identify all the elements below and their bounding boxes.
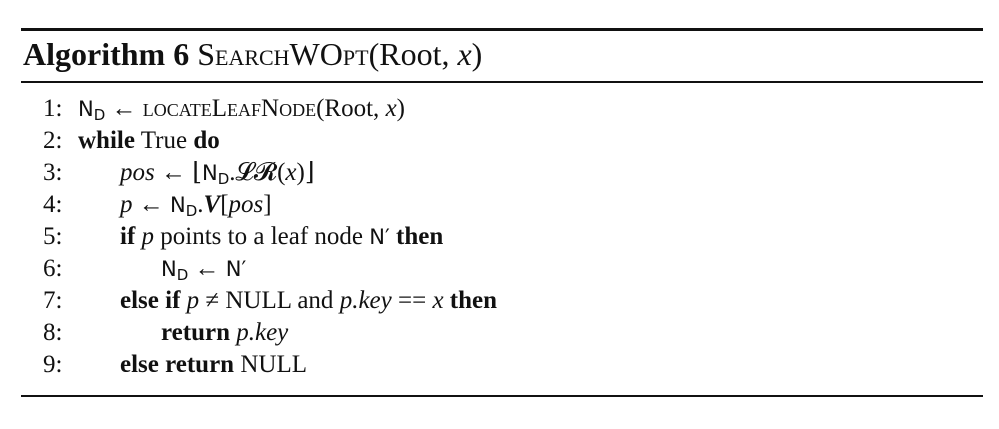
caption-close: ) (471, 36, 483, 72)
var-pos: pos (120, 158, 155, 186)
keyword: do (193, 126, 220, 154)
var-x: x (432, 286, 444, 314)
condition: points to a leaf node (154, 222, 370, 250)
algorithm-label: Algorithm 6 (23, 36, 190, 72)
assign-arrow: ← (132, 190, 170, 218)
line-number: 7: (43, 286, 63, 314)
bottom-rule (21, 395, 983, 397)
var-p: p (141, 222, 155, 250)
node-symbol: N (202, 160, 218, 185)
node-subscript: D (93, 105, 106, 124)
call-close: ) (396, 94, 405, 122)
procedure-call: locateLeafNode (142, 94, 317, 122)
var-p: p (186, 286, 200, 314)
line-body: else if p ≠ NULL and p.key == x then (120, 285, 497, 317)
call-args: (Root, (316, 94, 386, 122)
field-key: .key (248, 318, 289, 346)
middle-rule (21, 81, 983, 83)
keyword: else if (120, 286, 181, 314)
dot: . (197, 190, 204, 218)
line-body: if p points to a leaf node N′ then (120, 221, 443, 253)
line-number: 4: (43, 190, 63, 218)
procedure-name: SearchWOpt (197, 36, 369, 72)
keyword: return (161, 318, 230, 346)
equals: == (391, 286, 433, 314)
algorithm-line: 6: ND ← N′ (21, 253, 983, 285)
node-subscript: D (217, 169, 230, 188)
line-body: ND ← N′ (161, 253, 246, 291)
node-subscript: D (185, 201, 198, 220)
algorithm-caption: Algorithm 6 SearchWOpt(Root, x) (21, 31, 983, 77)
algorithm-line: 8: return p.key (21, 317, 983, 349)
assign-arrow: ← (188, 254, 226, 282)
algorithm-line: 3: pos ← ⌊ND.𝓛𝓡(x)⌋ (21, 157, 983, 189)
var-v: V (203, 190, 221, 218)
algorithm-line: 1: ND ← locateLeafNode(Root, x) (21, 93, 983, 125)
paren-open: ( (277, 158, 286, 186)
algorithm-line: 5: if p points to a leaf node N′ then (21, 221, 983, 253)
line-number: 2: (43, 126, 63, 154)
algorithm-block: Algorithm 6 SearchWOpt(Root, x) 1: ND ← … (21, 28, 983, 397)
condition: True (134, 126, 194, 154)
node-symbol: N′ (369, 224, 390, 249)
line-number: 5: (43, 222, 63, 250)
line-body: ND ← locateLeafNode(Root, x) (78, 93, 405, 131)
var-pos: pos (228, 190, 264, 218)
node-symbol: N (161, 256, 177, 281)
model-symbol: 𝓛𝓡 (235, 158, 278, 186)
line-body: return p.key (161, 317, 288, 349)
algorithm-lines: 1: ND ← locateLeafNode(Root, x) 2: while… (21, 93, 983, 381)
bracket-open: [ (220, 190, 229, 218)
keyword: then (396, 222, 444, 250)
algorithm-line: 9: else return NULL (21, 349, 983, 381)
assign-arrow: ← ⌊ (154, 158, 202, 186)
algorithm-line: 7: else if p ≠ NULL and p.key == x then (21, 285, 983, 317)
algorithm-line: 2: while True do (21, 125, 983, 157)
node-symbol: N (78, 96, 94, 121)
line-number: 8: (43, 318, 63, 346)
line-body: while True do (78, 125, 220, 157)
keyword: else return (120, 350, 235, 378)
paren-close: )⌋ (296, 158, 315, 186)
return-value: NULL (234, 350, 307, 378)
var-p: p (339, 286, 353, 314)
line-body: pos ← ⌊ND.𝓛𝓡(x)⌋ (120, 157, 315, 195)
keyword: then (449, 286, 498, 314)
var-p: p (236, 318, 249, 346)
var-p: p (120, 190, 133, 218)
algorithm-line: 4: p ← ND.V[pos] (21, 189, 983, 221)
assign-arrow: ← (105, 94, 143, 122)
line-body: p ← ND.V[pos] (120, 189, 272, 227)
caption-arg-x: x (457, 36, 472, 72)
keyword: while (78, 126, 135, 154)
line-number: 1: (43, 94, 63, 122)
top-rule (21, 28, 983, 31)
node-subscript: D (176, 265, 189, 284)
line-number: 9: (43, 350, 63, 378)
line-body: else return NULL (120, 349, 307, 381)
dot: . (229, 158, 236, 186)
keyword: if (120, 222, 136, 250)
node-symbol: N (170, 192, 186, 217)
bracket-close: ] (263, 190, 272, 218)
caption-args: (Root, (368, 36, 458, 72)
var-x: x (285, 158, 297, 186)
line-number: 3: (43, 158, 63, 186)
condition: ≠ NULL and (199, 286, 340, 314)
line-number: 6: (43, 254, 63, 282)
node-symbol: N′ (225, 256, 247, 281)
field-key: .key (352, 286, 392, 314)
var-x: x (385, 94, 397, 122)
